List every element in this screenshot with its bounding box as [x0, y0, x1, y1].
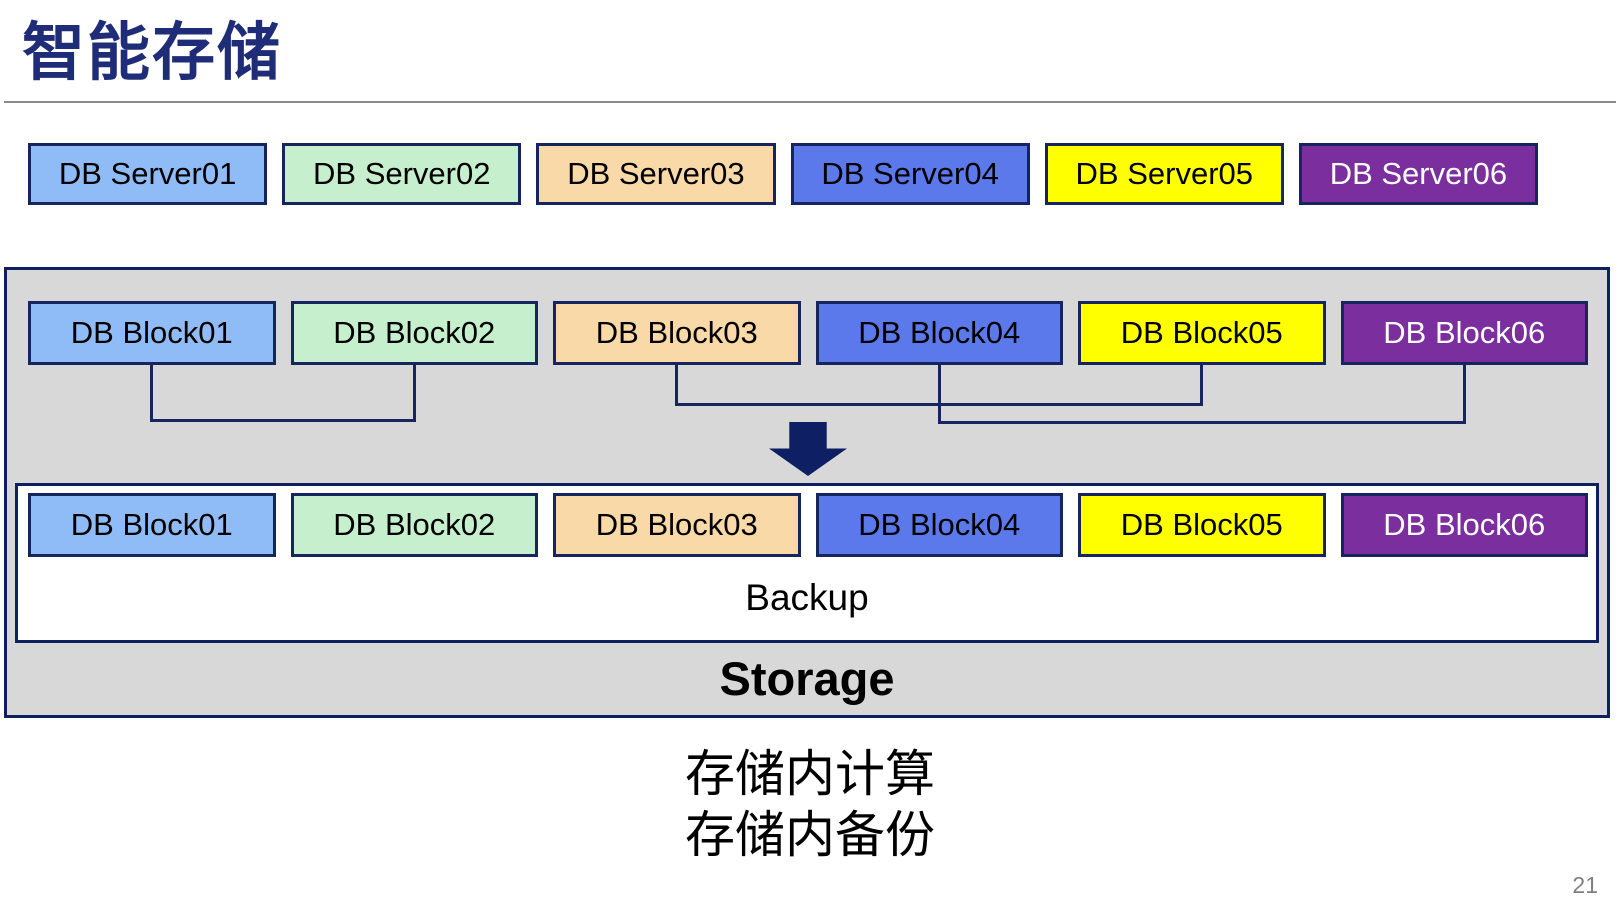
block-box-label: DB Block03: [595, 507, 758, 542]
block-box: DB Block02: [290, 301, 538, 365]
connector-line: [1200, 365, 1204, 406]
block-box: DB Block03: [553, 493, 801, 557]
server-box: DB Server04: [790, 143, 1030, 205]
server-box: DB Server03: [536, 143, 776, 205]
server-box-label: DB Server01: [58, 156, 237, 191]
caption-line-2: 存储内备份: [685, 807, 935, 863]
server-box-label: DB Server06: [1329, 156, 1508, 191]
server-box-label: DB Server04: [821, 156, 999, 191]
connector-line: [1462, 365, 1466, 424]
block-box-label: DB Block04: [858, 315, 1021, 350]
page-title: 智能存储: [22, 18, 282, 88]
connector-line: [412, 365, 416, 422]
block-box-label: DB Block05: [1120, 315, 1283, 350]
server-box: DB Server02: [282, 143, 522, 205]
server-box: DB Server01: [28, 143, 268, 205]
connector-line: [937, 421, 1466, 424]
connector-line: [675, 365, 679, 406]
storage-container: DB Block01 DB Block02 DB Block03 DB Bloc…: [4, 267, 1610, 718]
block-box: DB Block04: [815, 301, 1063, 365]
block-box: DB Block06: [1340, 493, 1588, 557]
block-box-label: DB Block01: [70, 315, 233, 350]
server-box: DB Server05: [1044, 143, 1284, 205]
connector-line: [675, 403, 1204, 406]
backup-label: Backup: [745, 577, 869, 618]
block-box: DB Block02: [290, 493, 538, 557]
block-box-label: DB Block02: [333, 315, 496, 350]
block-box-label: DB Block03: [595, 315, 758, 350]
storage-block-row-bottom: DB Block01 DB Block02 DB Block03 DB Bloc…: [28, 493, 1588, 557]
block-box: DB Block01: [28, 301, 276, 365]
connector-line: [937, 365, 941, 406]
block-box: DB Block03: [553, 301, 801, 365]
block-box: DB Block06: [1340, 301, 1588, 365]
caption: 存储内计算 存储内备份: [0, 744, 1620, 866]
server-box-label: DB Server05: [1075, 156, 1253, 191]
caption-line-1: 存储内计算: [685, 746, 935, 802]
block-box-label: DB Block04: [858, 507, 1021, 542]
connector-line: [150, 419, 416, 422]
page-number: 21: [1572, 872, 1598, 898]
block-box: DB Block01: [28, 493, 276, 557]
title-divider: [4, 101, 1616, 103]
connector-line: [150, 365, 154, 422]
block-box-label: DB Block06: [1383, 507, 1546, 542]
block-box-label: DB Block01: [70, 507, 233, 542]
server-box: DB Server06: [1298, 143, 1539, 205]
block-box-label: DB Block02: [333, 507, 496, 542]
block-box-label: DB Block06: [1383, 315, 1546, 350]
down-arrow-icon: [769, 422, 847, 476]
server-box-label: DB Server03: [567, 156, 745, 191]
block-box-label: DB Block05: [1120, 507, 1283, 542]
server-box-label: DB Server02: [313, 156, 491, 191]
block-box: DB Block04: [815, 493, 1063, 557]
storage-block-row-top: DB Block01 DB Block02 DB Block03 DB Bloc…: [28, 301, 1588, 365]
block-box: DB Block05: [1078, 301, 1326, 365]
server-row: DB Server01 DB Server02 DB Server03 DB S…: [28, 143, 1539, 205]
backup-zone: DB Block01 DB Block02 DB Block03 DB Bloc…: [15, 483, 1599, 643]
storage-label: Storage: [719, 652, 895, 705]
connector-line: [937, 365, 941, 424]
block-box: DB Block05: [1078, 493, 1326, 557]
